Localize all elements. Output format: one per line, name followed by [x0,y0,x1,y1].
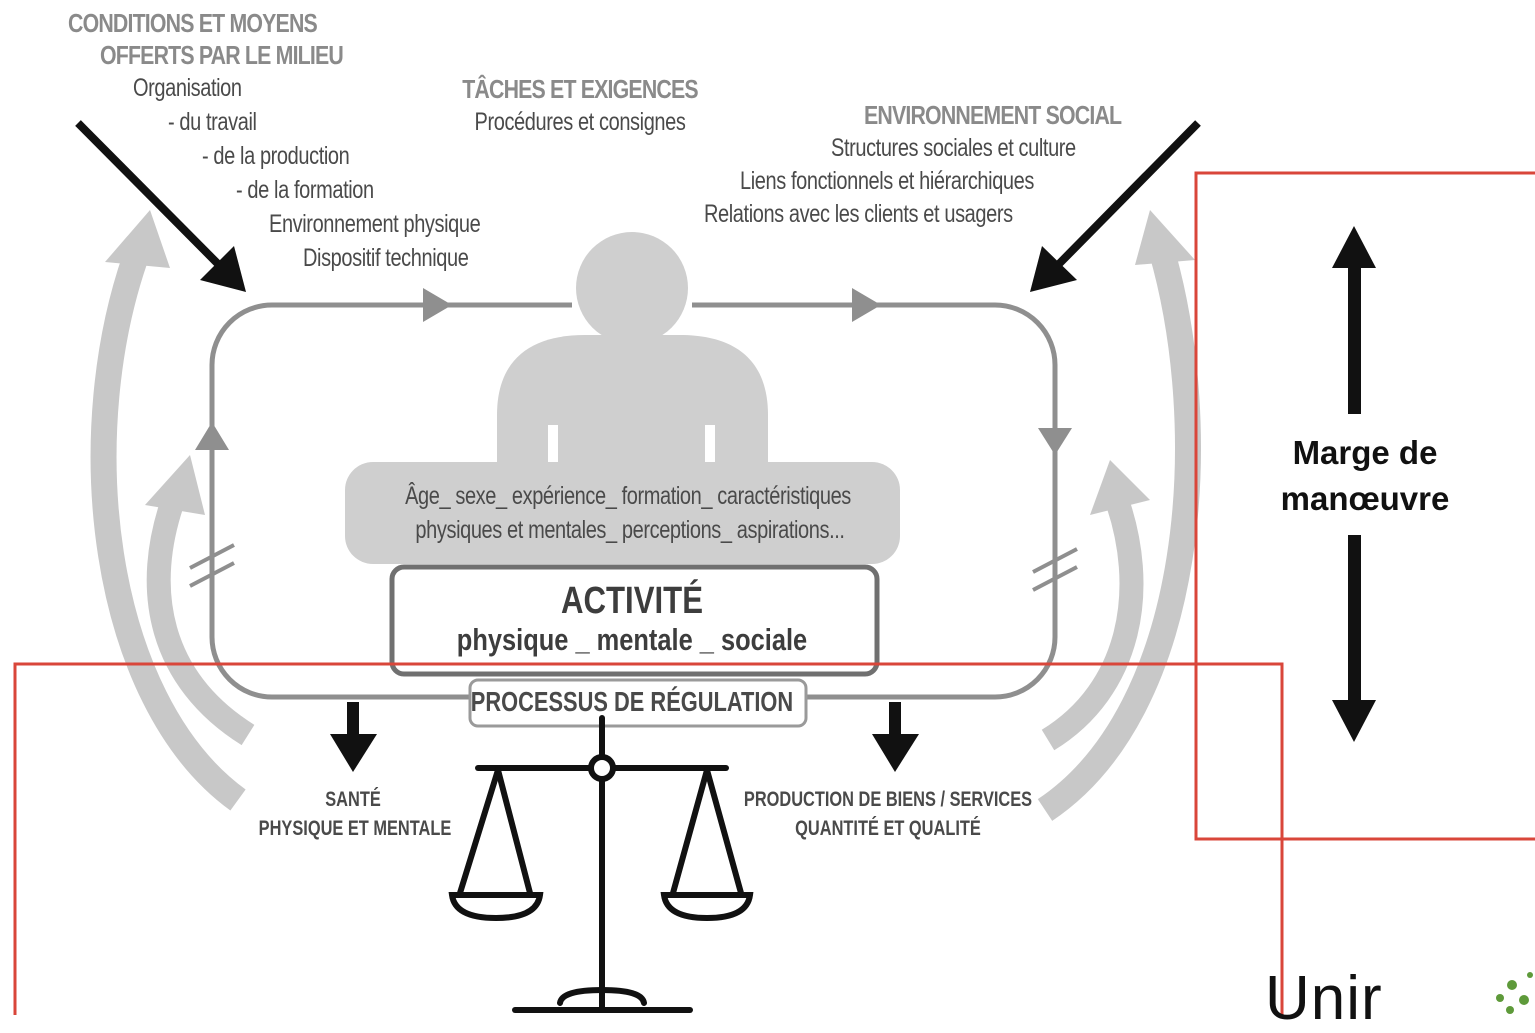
conditions-item: - de la production [202,142,350,170]
loop-arrow-top-left [423,288,452,322]
production-line1: PRODUCTION DE BIENS / SERVICES [743,788,1033,811]
loop-arrow-top-right [852,288,881,322]
right-inner-feedback-arrow [1041,490,1144,751]
conditions-title-line1: CONDITIONS ET MOYENS [68,8,318,38]
conditions-item: Dispositif technique [303,244,469,272]
left-outer-arrowhead [105,210,170,268]
taches-subtitle: Procédures et consignes [474,108,686,136]
sante-line2: PHYSIQUE ET MENTALE [258,817,452,840]
characteristics-box [345,462,900,564]
arrow-production-output [872,702,919,772]
conditions-item: Organisation [133,74,242,102]
characteristics-line2: physiques et mentales_ perceptions_ aspi… [415,516,845,544]
conditions-item: Environnement physique [269,210,481,238]
marge-line2: manœuvre [1280,480,1450,517]
activity-box [389,564,880,677]
logo-leaf-icon [1496,972,1533,1014]
right-inner-arrowhead [1090,460,1150,515]
production-line2: QUANTITÉ ET QUALITÉ [795,817,981,840]
activite-title: ACTIVITÉ [561,580,703,622]
person-silhouette [497,232,768,470]
highlight-box-bottom [13,662,1284,1015]
marge-label: Marge de manœuvre [1240,430,1490,522]
taches-title: TÂCHES ET EXIGENCES [462,74,698,104]
left-inner-arrowhead [145,455,205,515]
left-outer-feedback-arrow [90,240,246,811]
conditions-item: - du travail [168,108,257,136]
sante-line1: SANTÉ [325,788,381,811]
marge-double-arrow [1332,226,1376,742]
social-item: Relations avec les clients et usagers [704,200,1013,228]
social-item: Liens fonctionnels et hiérarchiques [740,167,1034,195]
conditions-title-line2: OFFERTS PAR LE MILIEU [100,40,344,70]
highlight-box-marge [1194,171,1535,841]
logo-text: Unir [1265,964,1383,1033]
loop-arrow-left-up [195,422,229,450]
loop-arrow-right-down [1038,428,1072,455]
arrow-sante-output [330,702,377,772]
activite-subtitle: physique _ mentale _ sociale [456,622,808,657]
left-inner-feedback-arrow [146,490,255,746]
balance-scale-icon [448,715,754,1013]
regulation-label-box [468,678,808,728]
marge-line1: Marge de [1292,434,1438,471]
right-outer-arrowhead [1135,210,1195,265]
social-title: ENVIRONNEMENT SOCIAL [864,100,1122,130]
conditions-item: - de la formation [236,176,374,204]
arrow-conditions-input [75,120,246,292]
social-item: Structures sociales et culture [831,134,1076,162]
regulation-label: PROCESSUS DE RÉGULATION [470,686,794,717]
characteristics-line1: Âge_ sexe_ expérience_ formation_ caract… [405,482,851,510]
right-outer-feedback-arrow [1037,241,1201,821]
loop-break-marks [189,543,1078,592]
arrow-social-input [1030,120,1201,292]
